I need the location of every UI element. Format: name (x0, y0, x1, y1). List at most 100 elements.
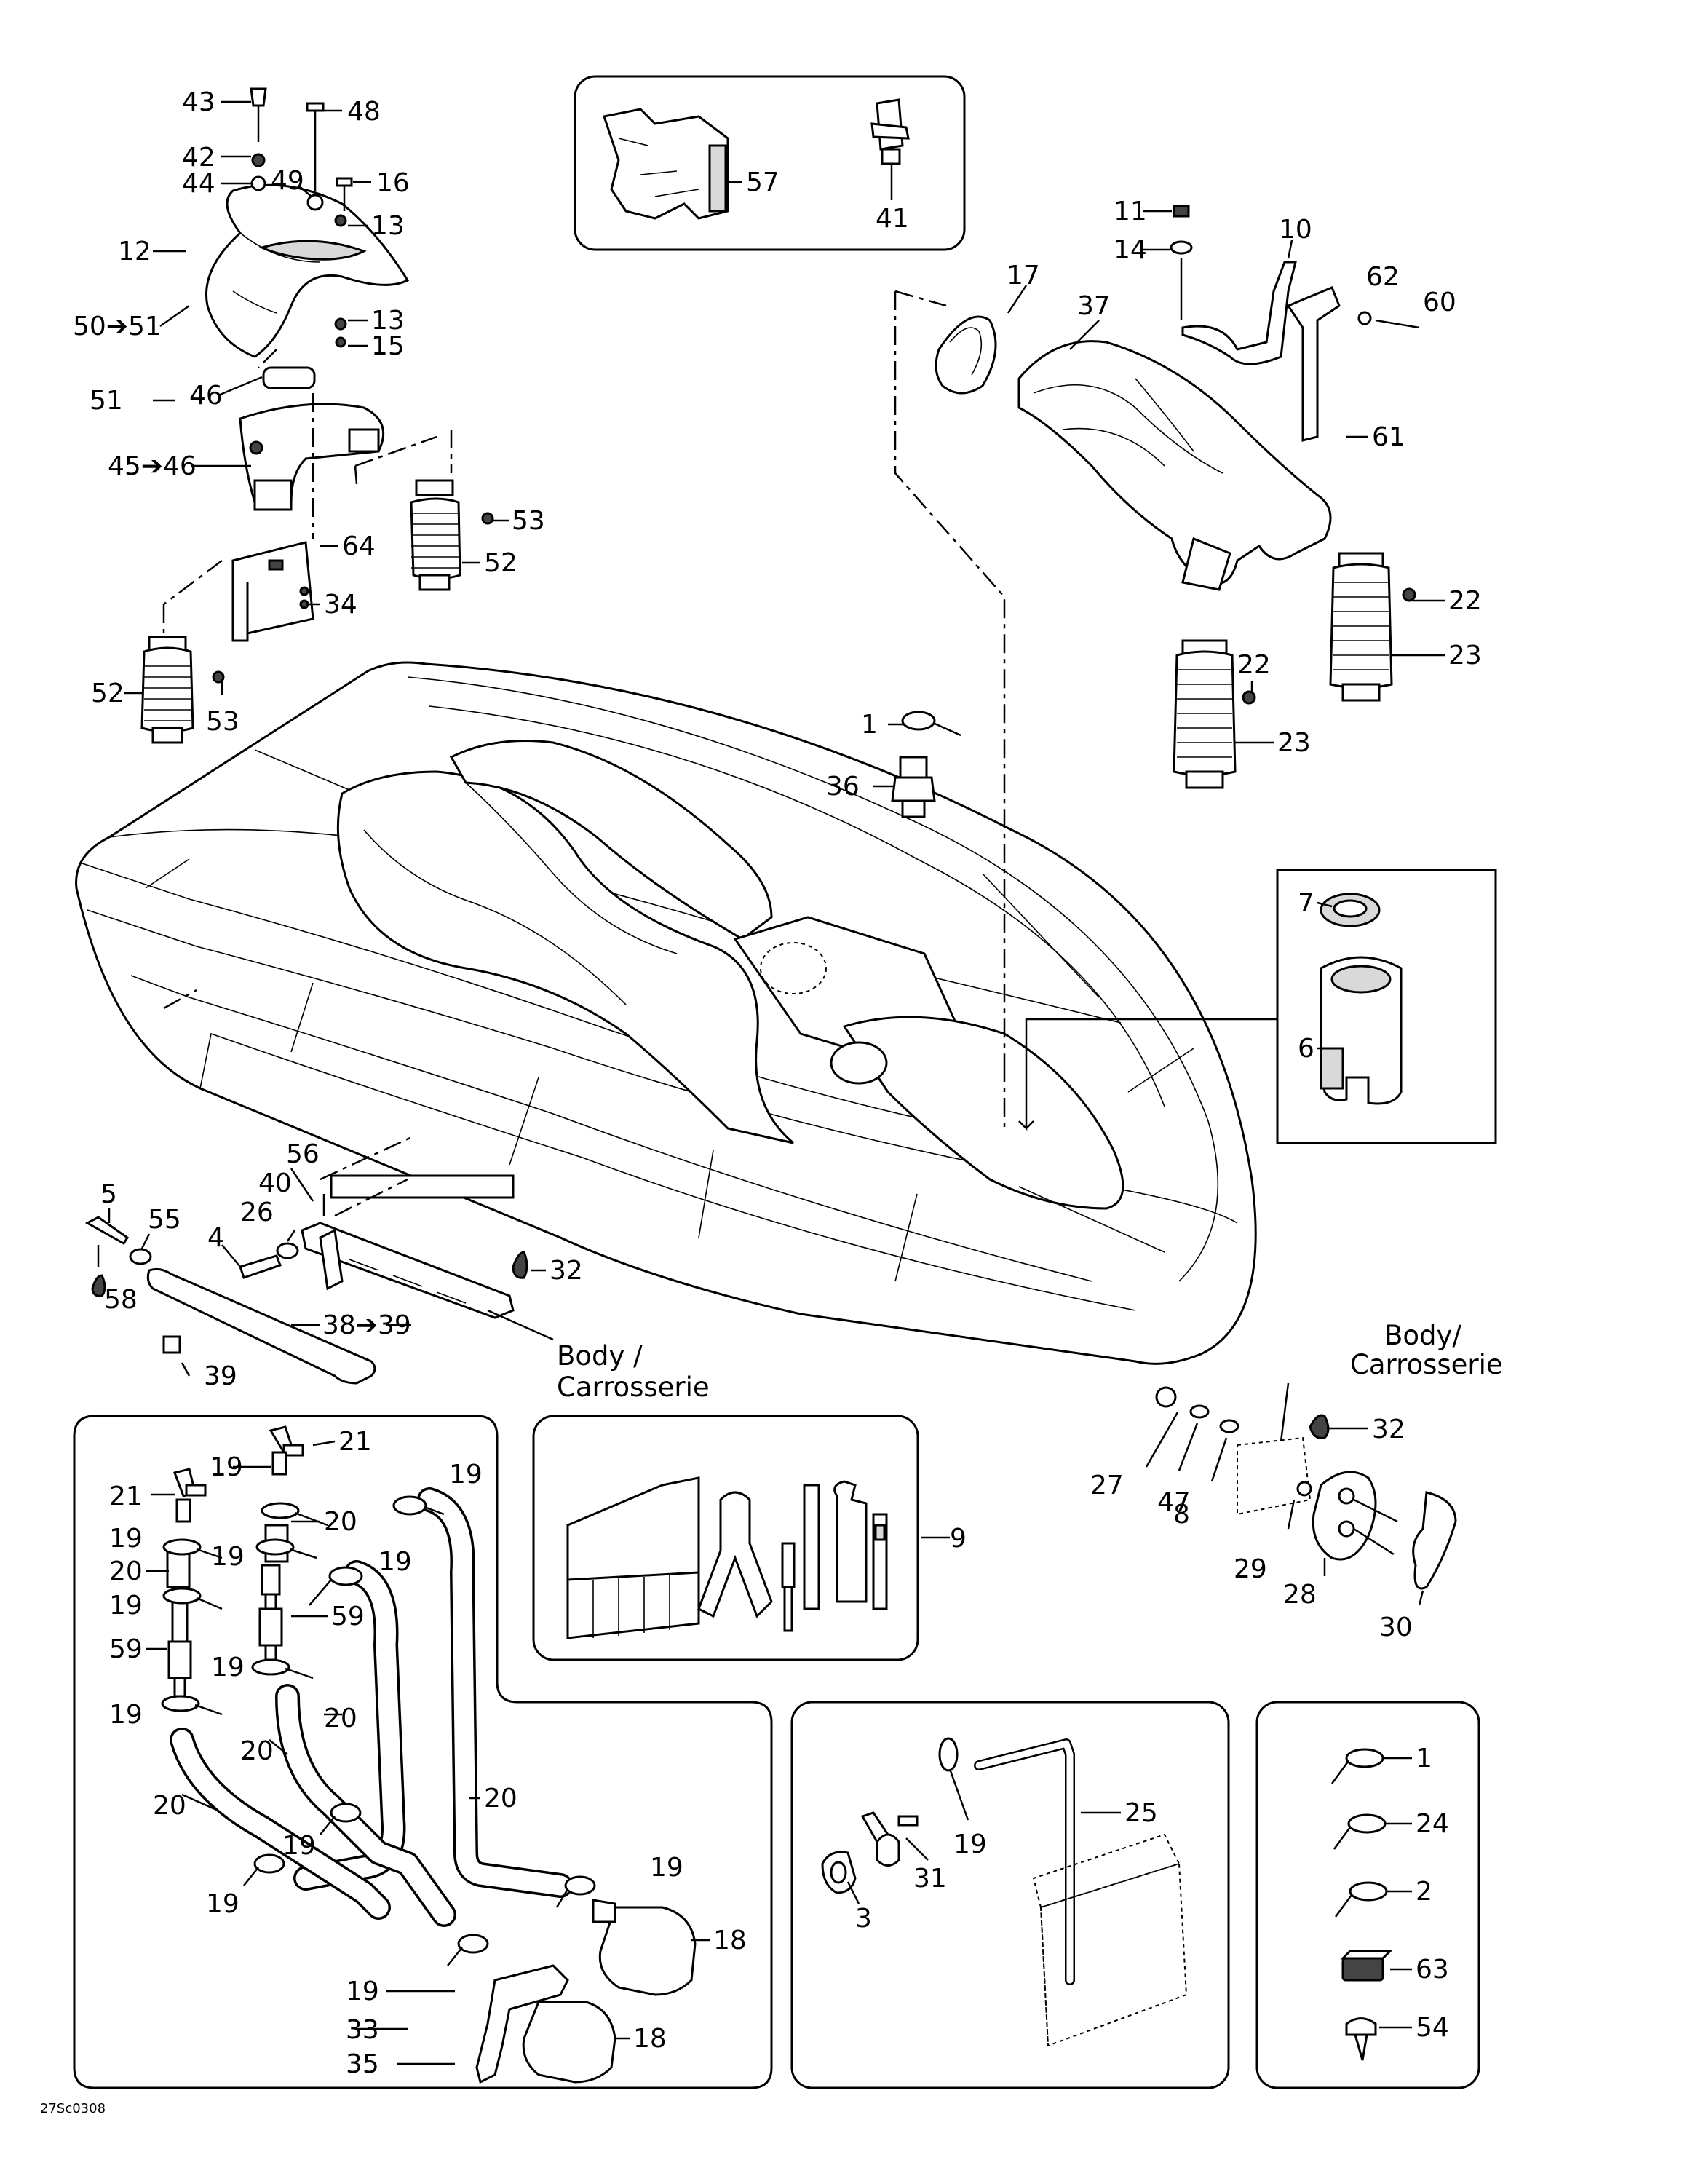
label-43: 43 (182, 87, 215, 117)
label-49: 49 (271, 166, 304, 196)
steering-bracket (231, 541, 314, 642)
label-40: 40 (258, 1168, 292, 1198)
label-19-f: 19 (109, 1591, 143, 1621)
label-19-g: 19 (211, 1653, 245, 1682)
clamp-icons (1330, 1748, 1412, 2061)
label-21-b: 21 (109, 1481, 143, 1511)
steering-boots (140, 479, 494, 744)
part-callouts: 43 48 42 44 49 16 13 12 50➔51 13 15 51 4… (40, 87, 1503, 2116)
label-26: 26 (240, 1198, 274, 1227)
label-63: 63 (1416, 1955, 1449, 1985)
body-label-b-line2: Carrosserie (1350, 1349, 1503, 1380)
label-31: 31 (913, 1864, 947, 1894)
label-61: 61 (1372, 422, 1405, 452)
tool-kit (566, 1476, 888, 1639)
label-17: 17 (1007, 261, 1040, 290)
label-24: 24 (1416, 1809, 1449, 1839)
label-56: 56 (286, 1139, 320, 1169)
fuel-fittings (166, 1425, 304, 1698)
fitting-36 (891, 756, 936, 818)
label-18: 18 (713, 1926, 747, 1955)
intake-hardware (1170, 205, 1420, 705)
label-35: 35 (346, 2049, 379, 2079)
label-42: 42 (182, 143, 215, 173)
label-16: 16 (376, 168, 410, 198)
steering-dash-lines (162, 349, 453, 633)
label-20-b: 20 (109, 1556, 143, 1586)
label-15: 15 (371, 331, 405, 361)
label-32-b: 32 (1372, 1415, 1405, 1444)
label-1: 1 (861, 710, 878, 740)
label-50-51: 50➔51 (73, 312, 162, 341)
box-filler-cap (1276, 869, 1497, 1144)
label-64: 64 (342, 531, 376, 561)
intake-boots (1173, 552, 1393, 789)
label-13-b: 13 (371, 306, 405, 336)
label-4: 4 (207, 1223, 224, 1253)
label-19-c: 19 (109, 1524, 143, 1554)
label-39: 39 (204, 1361, 237, 1391)
label-19-j: 19 (206, 1889, 239, 1919)
label-14: 14 (1114, 235, 1147, 265)
label-19-k: 19 (650, 1853, 683, 1883)
label-55: 55 (148, 1205, 181, 1235)
label-25: 25 (1124, 1798, 1158, 1828)
label-20-e: 20 (153, 1791, 186, 1821)
label-54: 54 (1416, 2013, 1449, 2043)
label-44: 44 (182, 169, 215, 199)
label-51: 51 (90, 386, 123, 416)
diagram-code: 27Sc0308 (40, 2101, 106, 2116)
label-9: 9 (950, 1524, 967, 1554)
label-59: 59 (331, 1602, 365, 1631)
label-34: 34 (324, 590, 357, 620)
label-47: 47 (1157, 1487, 1191, 1517)
intake-dash-lines (894, 290, 1006, 1128)
label-41: 41 (876, 204, 909, 234)
battery (1032, 1833, 1188, 2047)
label-1-b: 1 (1416, 1744, 1432, 1773)
label-20-d: 20 (240, 1736, 274, 1766)
label-23-b: 23 (1277, 728, 1311, 758)
cap-arrow (1018, 1018, 1277, 1131)
label-33: 33 (346, 2015, 379, 2045)
label-19-h: 19 (109, 1700, 143, 1730)
label-19-l: 19 (346, 1977, 379, 2006)
fuel-hoses (170, 1487, 573, 1927)
body-label-line1: Body / (557, 1340, 643, 1372)
watercraft-body (75, 661, 1257, 1365)
label-22: 22 (1448, 586, 1482, 616)
label-19-i: 19 (282, 1831, 316, 1861)
label-leaders (108, 100, 1445, 2065)
label-29: 29 (1234, 1554, 1267, 1584)
label-3: 3 (855, 1904, 872, 1934)
label-19-m: 19 (953, 1829, 987, 1859)
fuel-filters (475, 1899, 697, 2084)
vent-fittings (821, 1737, 959, 1894)
label-45-46: 45➔46 (108, 451, 197, 481)
label-20-f: 20 (484, 1784, 517, 1813)
label-36: 36 (826, 772, 860, 802)
handlebar-cover (205, 183, 410, 358)
label-52: 52 (484, 548, 517, 578)
column-cover-top (239, 366, 385, 511)
label-10: 10 (1279, 215, 1312, 245)
label-20: 20 (324, 1507, 357, 1537)
label-53: 53 (512, 506, 545, 536)
box-bracket-set (574, 75, 966, 251)
label-20-c: 20 (324, 1704, 357, 1733)
clip-41 (870, 98, 910, 165)
box-battery-vent (790, 1701, 1230, 2089)
label-12: 12 (118, 237, 151, 266)
steering-bolts (250, 87, 353, 348)
vent-tube (974, 1738, 1075, 1985)
body-label-line2: Carrosserie (557, 1372, 710, 1403)
label-19-e: 19 (378, 1547, 412, 1577)
side-hardware (84, 1174, 528, 1385)
label-59-b: 59 (109, 1634, 143, 1664)
label-38-39: 38➔39 (322, 1310, 411, 1340)
label-32: 32 (550, 1256, 583, 1286)
label-23: 23 (1448, 641, 1482, 670)
label-46: 46 (189, 381, 223, 411)
label-18-b: 18 (633, 2024, 667, 2054)
